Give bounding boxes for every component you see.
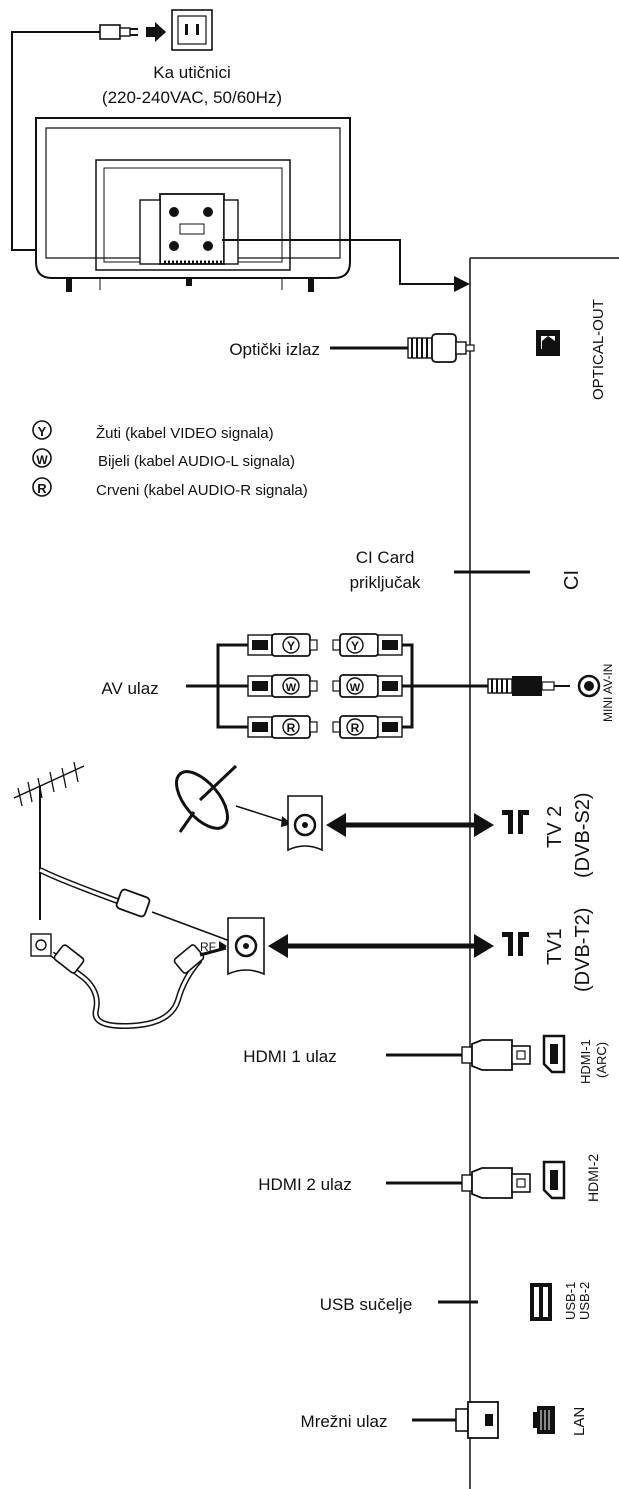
optical-port-label: OPTICAL-OUT [590,299,607,400]
mini-av-in-label: MINI AV-IN [601,664,615,722]
hdmi1-label: HDMI 1 ulaz [243,1047,337,1066]
usb-row: USB sučelje USB-1 USB-2 [320,1282,592,1321]
arrow-right-icon [454,276,470,292]
optical-label: Optički izlaz [229,340,320,359]
tv1-port-label-line2: (DVB-T2) [572,908,594,992]
rca-letter: R [287,721,296,735]
legend-item: W Bijeli (kabel AUDIO-L signala) [32,448,295,470]
tv2-arrow [326,813,494,837]
legend-text: Crveni (kabel AUDIO-R signala) [96,482,308,499]
hdmi1-port-icon [542,1034,566,1074]
wall-outlet-icon [171,9,213,51]
arrow-right-icon [146,22,166,42]
hdmi1-port-label-line1: HDMI-1 [578,1039,593,1084]
color-legend: Y Žuti (kabel VIDEO signala) W Bijeli (k… [32,420,308,499]
usb-port-label-line2: USB-2 [577,1282,592,1320]
hdmi2-label: HDMI 2 ulaz [258,1175,352,1194]
hdmi1-port-label-line2: (ARC) [594,1042,609,1078]
hdmi2-row: HDMI 2 ulaz HDMI-2 [258,1154,601,1202]
power-label-line1: Ka utičnici [153,63,230,82]
optical-cable-icon [407,333,475,363]
legend-letter-w: W [36,453,48,467]
satellite-dish-icon [175,764,292,833]
av-row: AV ulaz Y Y W [101,633,615,739]
usb-port-icon [530,1283,552,1321]
rf-label: RF [200,940,216,954]
rca-letter: W [350,682,361,694]
rca-letter: R [351,721,360,735]
optical-port-icon [536,330,560,356]
tv-back-illustration [35,117,351,292]
hdmi-plug-icon [461,1039,531,1071]
rca-connector-w: W W [247,674,403,698]
tv2-port-label-line2: (DVB-S2) [572,792,594,878]
legend-letter-r: R [37,481,47,496]
power-plug-icon [99,24,138,40]
legend-item: Y Žuti (kabel VIDEO signala) [32,420,274,442]
lan-label: Mrežni ulaz [301,1412,388,1431]
tv2-port-icon [502,810,529,834]
legend-item: R Crveni (kabel AUDIO-R signala) [32,477,308,499]
lan-row: Mrežni ulaz LAN [301,1401,588,1439]
tv1-arrow [268,934,494,958]
rca-connector-r: R R [247,715,403,739]
power-label-line2: (220-240VAC, 50/60Hz) [102,88,282,107]
hdmi1-row: HDMI 1 ulaz HDMI-1 (ARC) [243,1034,609,1084]
legend-text: Žuti (kabel VIDEO signala) [96,425,274,442]
power-section: Ka utičnici (220-240VAC, 50/60Hz) [11,9,282,251]
mini-av-in-port-icon [577,674,601,698]
rca-letter: Y [287,639,295,653]
tv1-socket-icon [227,917,265,976]
usb-port-label-line1: USB-1 [563,1282,578,1320]
tv1-port-label-line1: TV1 [544,928,566,965]
av-label: AV ulaz [101,679,158,698]
mini-jack-plug-icon [487,676,570,696]
hdmi-plug-icon [461,1167,531,1199]
rca-letter: W [286,682,297,694]
ci-row: CI Card priključak CI [350,548,583,592]
rca-connector-y: Y Y [247,633,403,657]
ci-label-line1: CI Card [356,548,415,567]
rca-letter: Y [351,639,359,653]
usb-label: USB sučelje [320,1295,413,1314]
lan-port-icon [533,1406,555,1434]
lan-port-label: LAN [571,1407,588,1436]
tv1-port-icon [502,932,529,956]
ci-label-line2: priključak [350,573,421,592]
tv2-port-label-line1: TV 2 [544,806,566,848]
ci-port-label: CI [561,570,583,590]
tv2-socket-icon [287,795,323,852]
legend-letter-y: Y [38,424,47,439]
hdmi2-port-icon [542,1160,566,1200]
legend-text: Bijeli (kabel AUDIO-L signala) [98,453,295,470]
optical-row: Optički izlaz OPTICAL-OUT [229,299,607,400]
wall-antenna-socket-icon [30,933,227,1030]
rf-arrow-icon [219,941,227,951]
lan-plug-icon [455,1401,499,1439]
hdmi2-port-label: HDMI-2 [585,1154,601,1202]
